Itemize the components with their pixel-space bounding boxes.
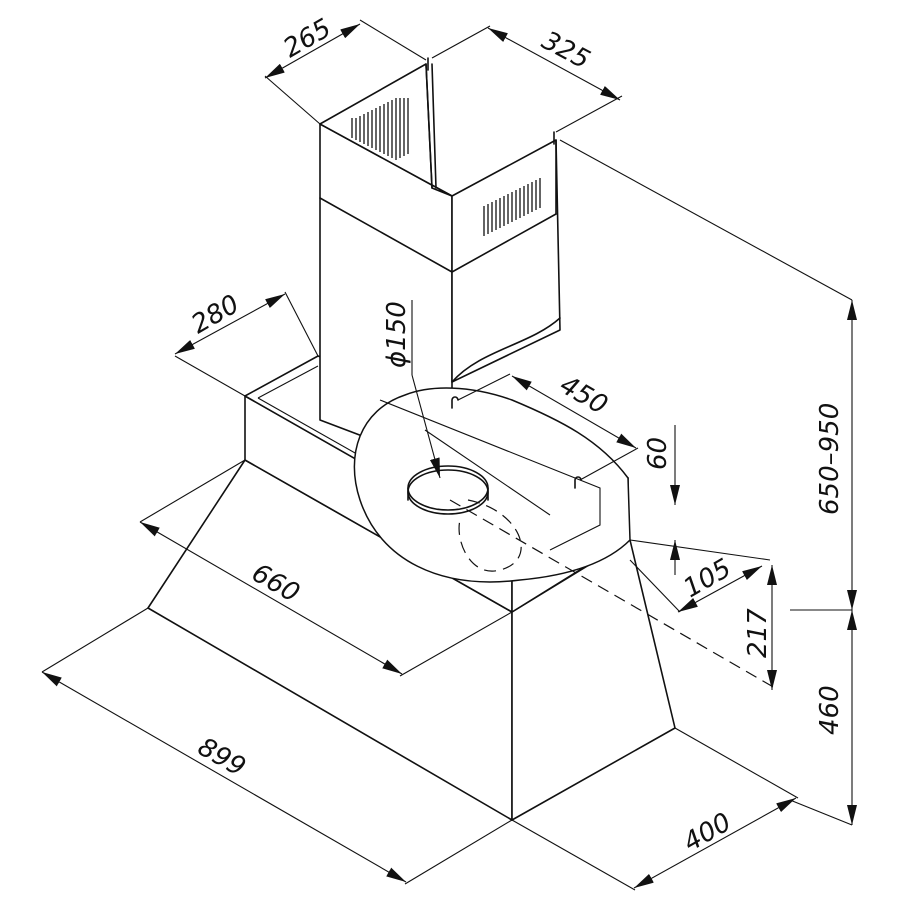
dimension-labels: 265 325 650–950 ϕ150 450 60 105 217 460 … [187, 13, 846, 858]
label-bracket-height: 217 [743, 608, 773, 658]
wall-cutout-outline [353, 387, 631, 583]
dimension-lines [41, 19, 857, 891]
chimney-vent-slots-left [351, 98, 409, 160]
keyhole-hook-left [451, 396, 459, 409]
label-hood-height: 460 [815, 685, 845, 735]
hidden-edge-line [449, 499, 776, 689]
chimney [319, 57, 561, 471]
chimney-vent-slots-right [483, 178, 541, 236]
label-bracket-offset: 60 [643, 437, 673, 470]
chimney-right-face [451, 139, 561, 383]
label-duct-diameter: ϕ150 [382, 301, 412, 368]
label-bracket-width: 450 [555, 370, 613, 421]
label-chimney-height: 650–950 [815, 403, 845, 515]
label-chimney-width: 325 [537, 26, 595, 76]
label-chimney-depth: 265 [279, 13, 337, 64]
label-hood-depth: 400 [679, 807, 737, 858]
